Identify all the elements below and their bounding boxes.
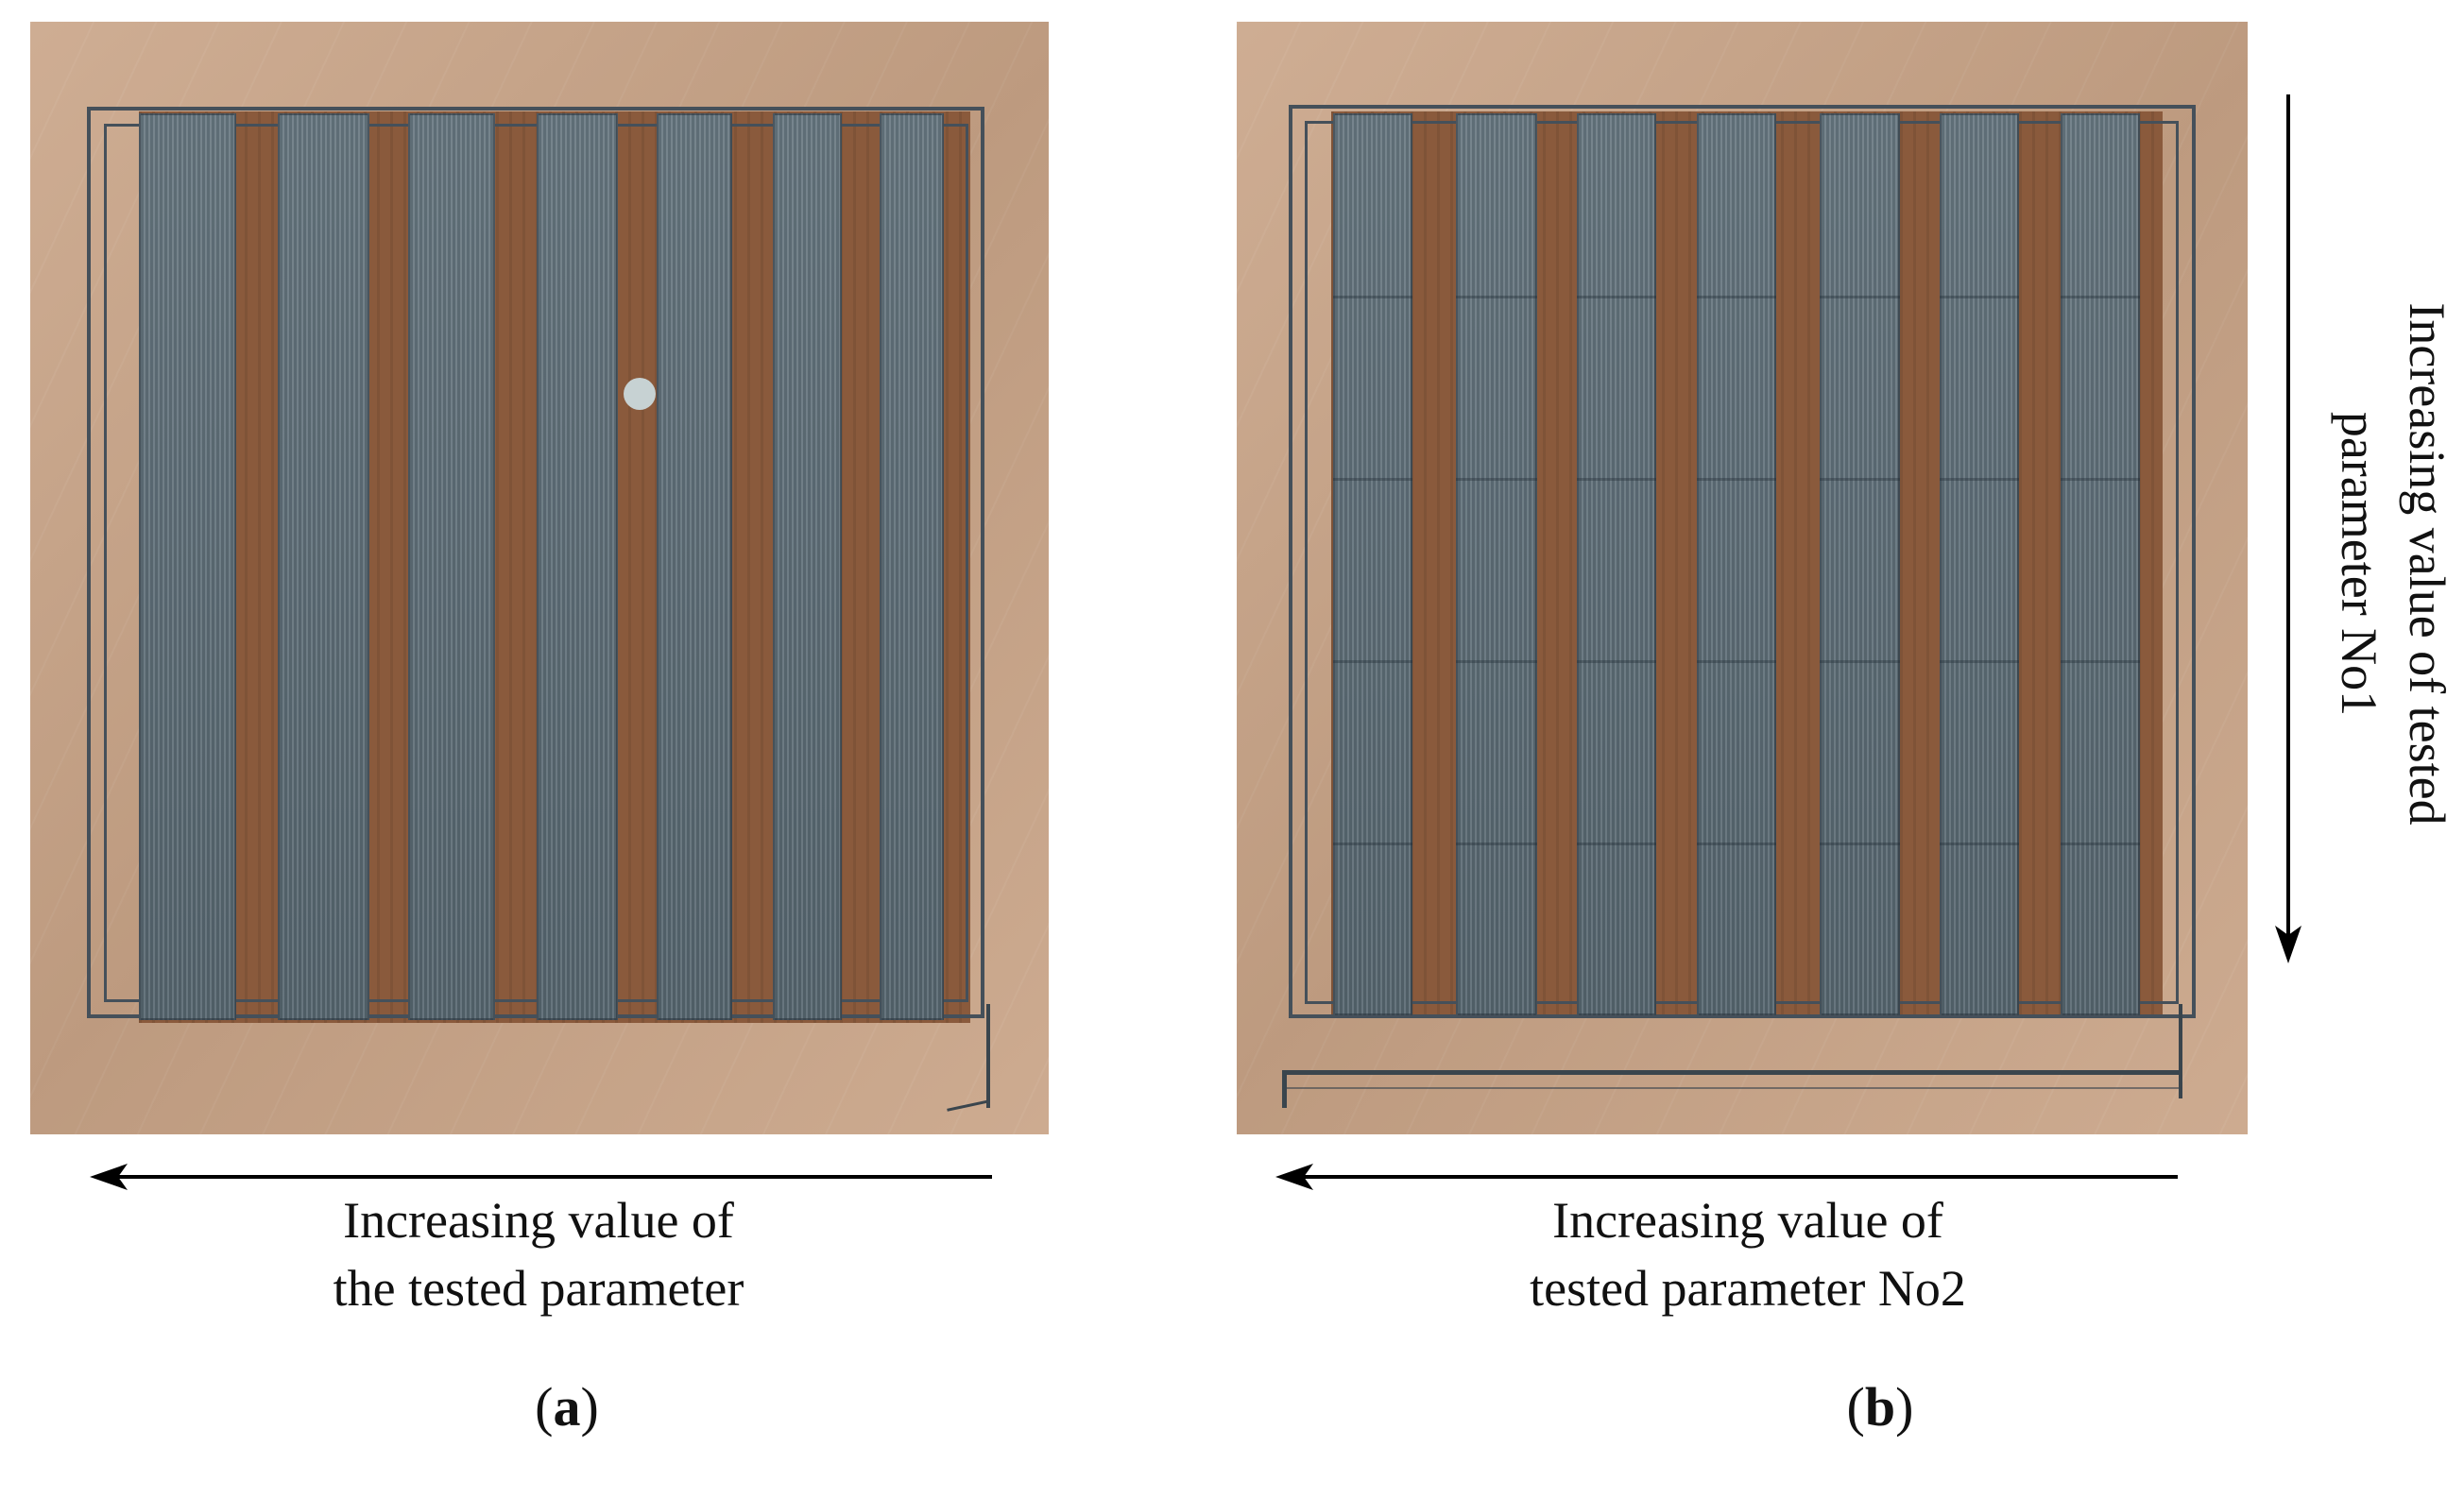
test-strip (657, 113, 732, 1020)
segment-divider (2061, 843, 2140, 845)
test-strip (1577, 113, 1656, 1015)
segment-divider (1333, 843, 1412, 845)
test-strip (773, 113, 842, 1020)
segment-divider (1820, 660, 1900, 663)
segment-divider (1456, 660, 1537, 663)
photo-panel-b (1237, 22, 2248, 1134)
segment-divider (1820, 843, 1900, 845)
test-strip (1820, 113, 1900, 1015)
test-strip (408, 113, 495, 1020)
segment-divider (1456, 478, 1537, 481)
caption-line: Increasing value of tested (2399, 302, 2455, 826)
segment-divider (1697, 296, 1776, 298)
test-strip (1333, 113, 1412, 1015)
outer-skirt-line (87, 107, 984, 1018)
segment-divider (1577, 478, 1656, 481)
panel-label-a: (a) (491, 1374, 642, 1440)
test-strip (2061, 113, 2140, 1015)
filament-tail (986, 1004, 990, 1108)
segment-divider (1940, 660, 2019, 663)
label-letter: b (1864, 1376, 1896, 1438)
label-paren: ) (1895, 1376, 1914, 1438)
test-strip (1940, 113, 2019, 1015)
segment-divider (1697, 660, 1776, 663)
dust-spot (624, 378, 656, 410)
arrow-down-icon (2275, 94, 2301, 963)
segment-divider (2061, 296, 2140, 298)
test-strip (537, 113, 618, 1020)
caption-line: Increasing value of (343, 1192, 734, 1249)
segment-divider (1577, 660, 1656, 663)
segment-divider (1333, 296, 1412, 298)
segment-divider (1820, 478, 1900, 481)
filament-tail (2179, 1004, 2182, 1098)
label-paren: ( (1846, 1376, 1865, 1438)
caption-line: parameter No1 (2331, 411, 2387, 717)
test-strip (1456, 113, 1537, 1015)
segment-divider (1333, 478, 1412, 481)
segment-divider (1697, 478, 1776, 481)
caption-line: Increasing value of (1552, 1192, 1943, 1249)
outer-skirt-line (1289, 105, 2196, 1018)
segment-divider (1697, 843, 1776, 845)
caption-line: tested parameter No2 (1530, 1260, 1966, 1317)
segment-divider (2061, 478, 2140, 481)
segment-divider (1940, 296, 2019, 298)
caption-panel-b: Increasing value of tested parameter No2 (1417, 1186, 2079, 1322)
inner-skirt-line (104, 124, 968, 1002)
arrow-left-icon (1275, 1164, 2178, 1190)
filament-tail (1282, 1087, 2182, 1089)
photo-panel-a (30, 22, 1049, 1134)
segment-divider (1940, 843, 2019, 845)
test-strip (880, 113, 944, 1020)
segment-divider (1577, 296, 1656, 298)
segment-divider (1940, 478, 2019, 481)
segment-divider (1333, 660, 1412, 663)
test-strip (1697, 113, 1776, 1015)
segment-divider (1820, 296, 1900, 298)
test-strip (139, 113, 236, 1020)
label-letter: a (553, 1376, 581, 1438)
panel-label-b: (b) (1805, 1374, 1956, 1440)
test-strip (278, 113, 369, 1020)
arrow-left-icon (90, 1164, 992, 1190)
caption-line: the tested parameter (333, 1260, 744, 1317)
caption-panel-a: Increasing value of the tested parameter (217, 1186, 860, 1322)
segment-divider (1456, 296, 1537, 298)
segment-divider (1456, 843, 1537, 845)
label-paren: ( (535, 1376, 554, 1438)
vertical-caption-panel-b: Increasing value of tested parameter No1 (2319, 224, 2461, 904)
filament-tail (947, 1099, 990, 1112)
filament-tail (1282, 1070, 2182, 1075)
segment-divider (1577, 843, 1656, 845)
filament-tail (1282, 1070, 1287, 1108)
label-paren: ) (580, 1376, 599, 1438)
segment-divider (2061, 660, 2140, 663)
